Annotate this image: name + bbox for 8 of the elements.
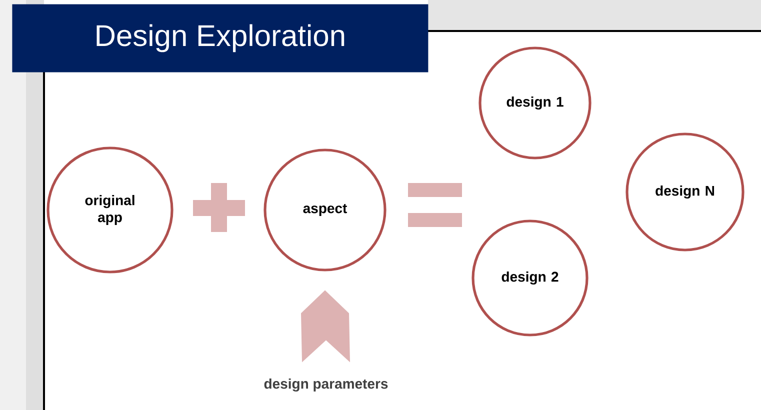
text-label: design parameters <box>264 378 388 392</box>
circle-node: design 2 <box>472 220 588 336</box>
circle-node: design 1 <box>478 46 592 160</box>
title-bar: Design Exploration <box>12 4 428 72</box>
circle-node: design N <box>626 132 744 252</box>
chevron-arrow <box>301 290 350 362</box>
circle-node: aspect <box>264 148 386 272</box>
circle-node: original app <box>46 146 174 274</box>
